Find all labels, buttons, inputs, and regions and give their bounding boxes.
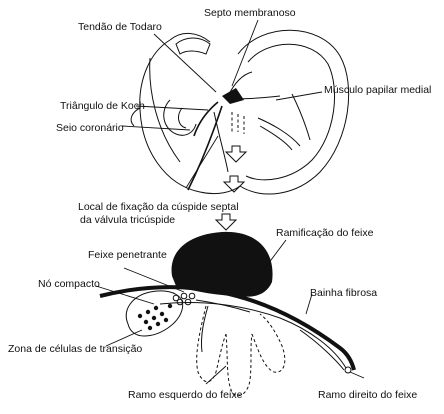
label-bainha-fibrosa: Bainha fibrosa [310,287,377,299]
label-local-fixacao-1: Local de fixação da cúspide septal [78,201,239,213]
label-ramo-esquerdo: Ramo esquerdo do feixe [128,389,243,401]
membranous-septum-shape [222,88,244,104]
label-triangulo-koch: Triângulo de Koch [60,100,145,112]
compact-node-oval [125,290,184,337]
label-tendao-todaro: Tendão de Todaro [78,21,162,33]
septum-dome-shape [171,231,273,297]
label-septo-membranoso: Septo membranoso [204,7,296,19]
label-zona-transicao: Zona de células de transição [8,343,142,355]
label-musculo-papilar: Músculo papilar medial [324,84,431,96]
leader-lines [95,19,365,385]
down-arrow-icon [214,213,238,231]
label-ramo-direito: Ramo direito do feixe [318,389,417,401]
conduction-system-illustration [99,231,356,396]
heart-upper-illustration [130,29,350,195]
label-seio-coronario: Seio coronário [56,122,124,134]
label-local-fixacao-2: da válvula tricúspide [80,214,175,226]
label-feixe-penetrante: Feixe penetrante [88,249,167,261]
label-no-compacto: Nó compacto [38,278,100,290]
label-ramificacao-feixe: Ramificação do feixe [276,227,374,239]
